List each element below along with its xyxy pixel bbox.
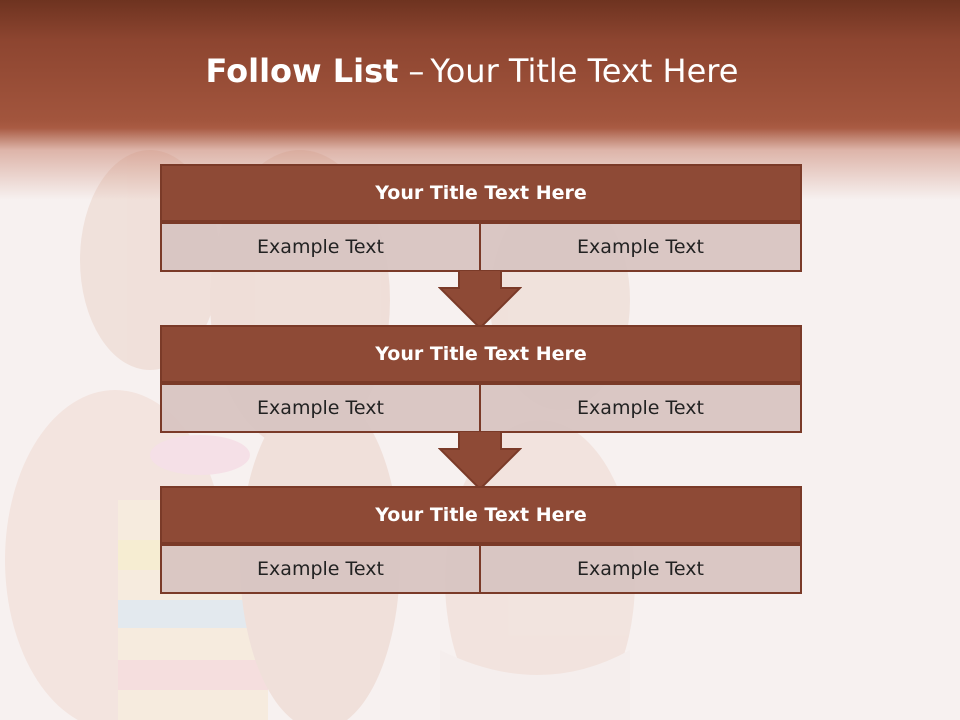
page-title: Follow List–Your Title Text Here <box>0 52 944 90</box>
flow-step-cell-left: Example Text <box>160 544 481 594</box>
flow-step-cell-right: Example Text <box>481 383 802 433</box>
flow-step-cell-left: Example Text <box>160 383 481 433</box>
flow-step-title: Your Title Text Here <box>160 486 802 544</box>
flow-step-cell-left: Example Text <box>160 222 481 272</box>
page-title-bold: Follow List <box>205 52 399 90</box>
flow-step-cell-right: Example Text <box>481 222 802 272</box>
flow-step-3: Your Title Text Here Example Text Exampl… <box>160 486 802 594</box>
down-arrow-icon <box>438 270 522 330</box>
page-title-dash: – <box>408 52 425 90</box>
flow-step-title: Your Title Text Here <box>160 325 802 383</box>
flow-step-1: Your Title Text Here Example Text Exampl… <box>160 164 802 272</box>
flow-step-cell-right: Example Text <box>481 544 802 594</box>
down-arrow-icon <box>438 431 522 491</box>
flow-step-2: Your Title Text Here Example Text Exampl… <box>160 325 802 433</box>
flow-step-title: Your Title Text Here <box>160 164 802 222</box>
page-title-rest: Your Title Text Here <box>430 52 739 90</box>
